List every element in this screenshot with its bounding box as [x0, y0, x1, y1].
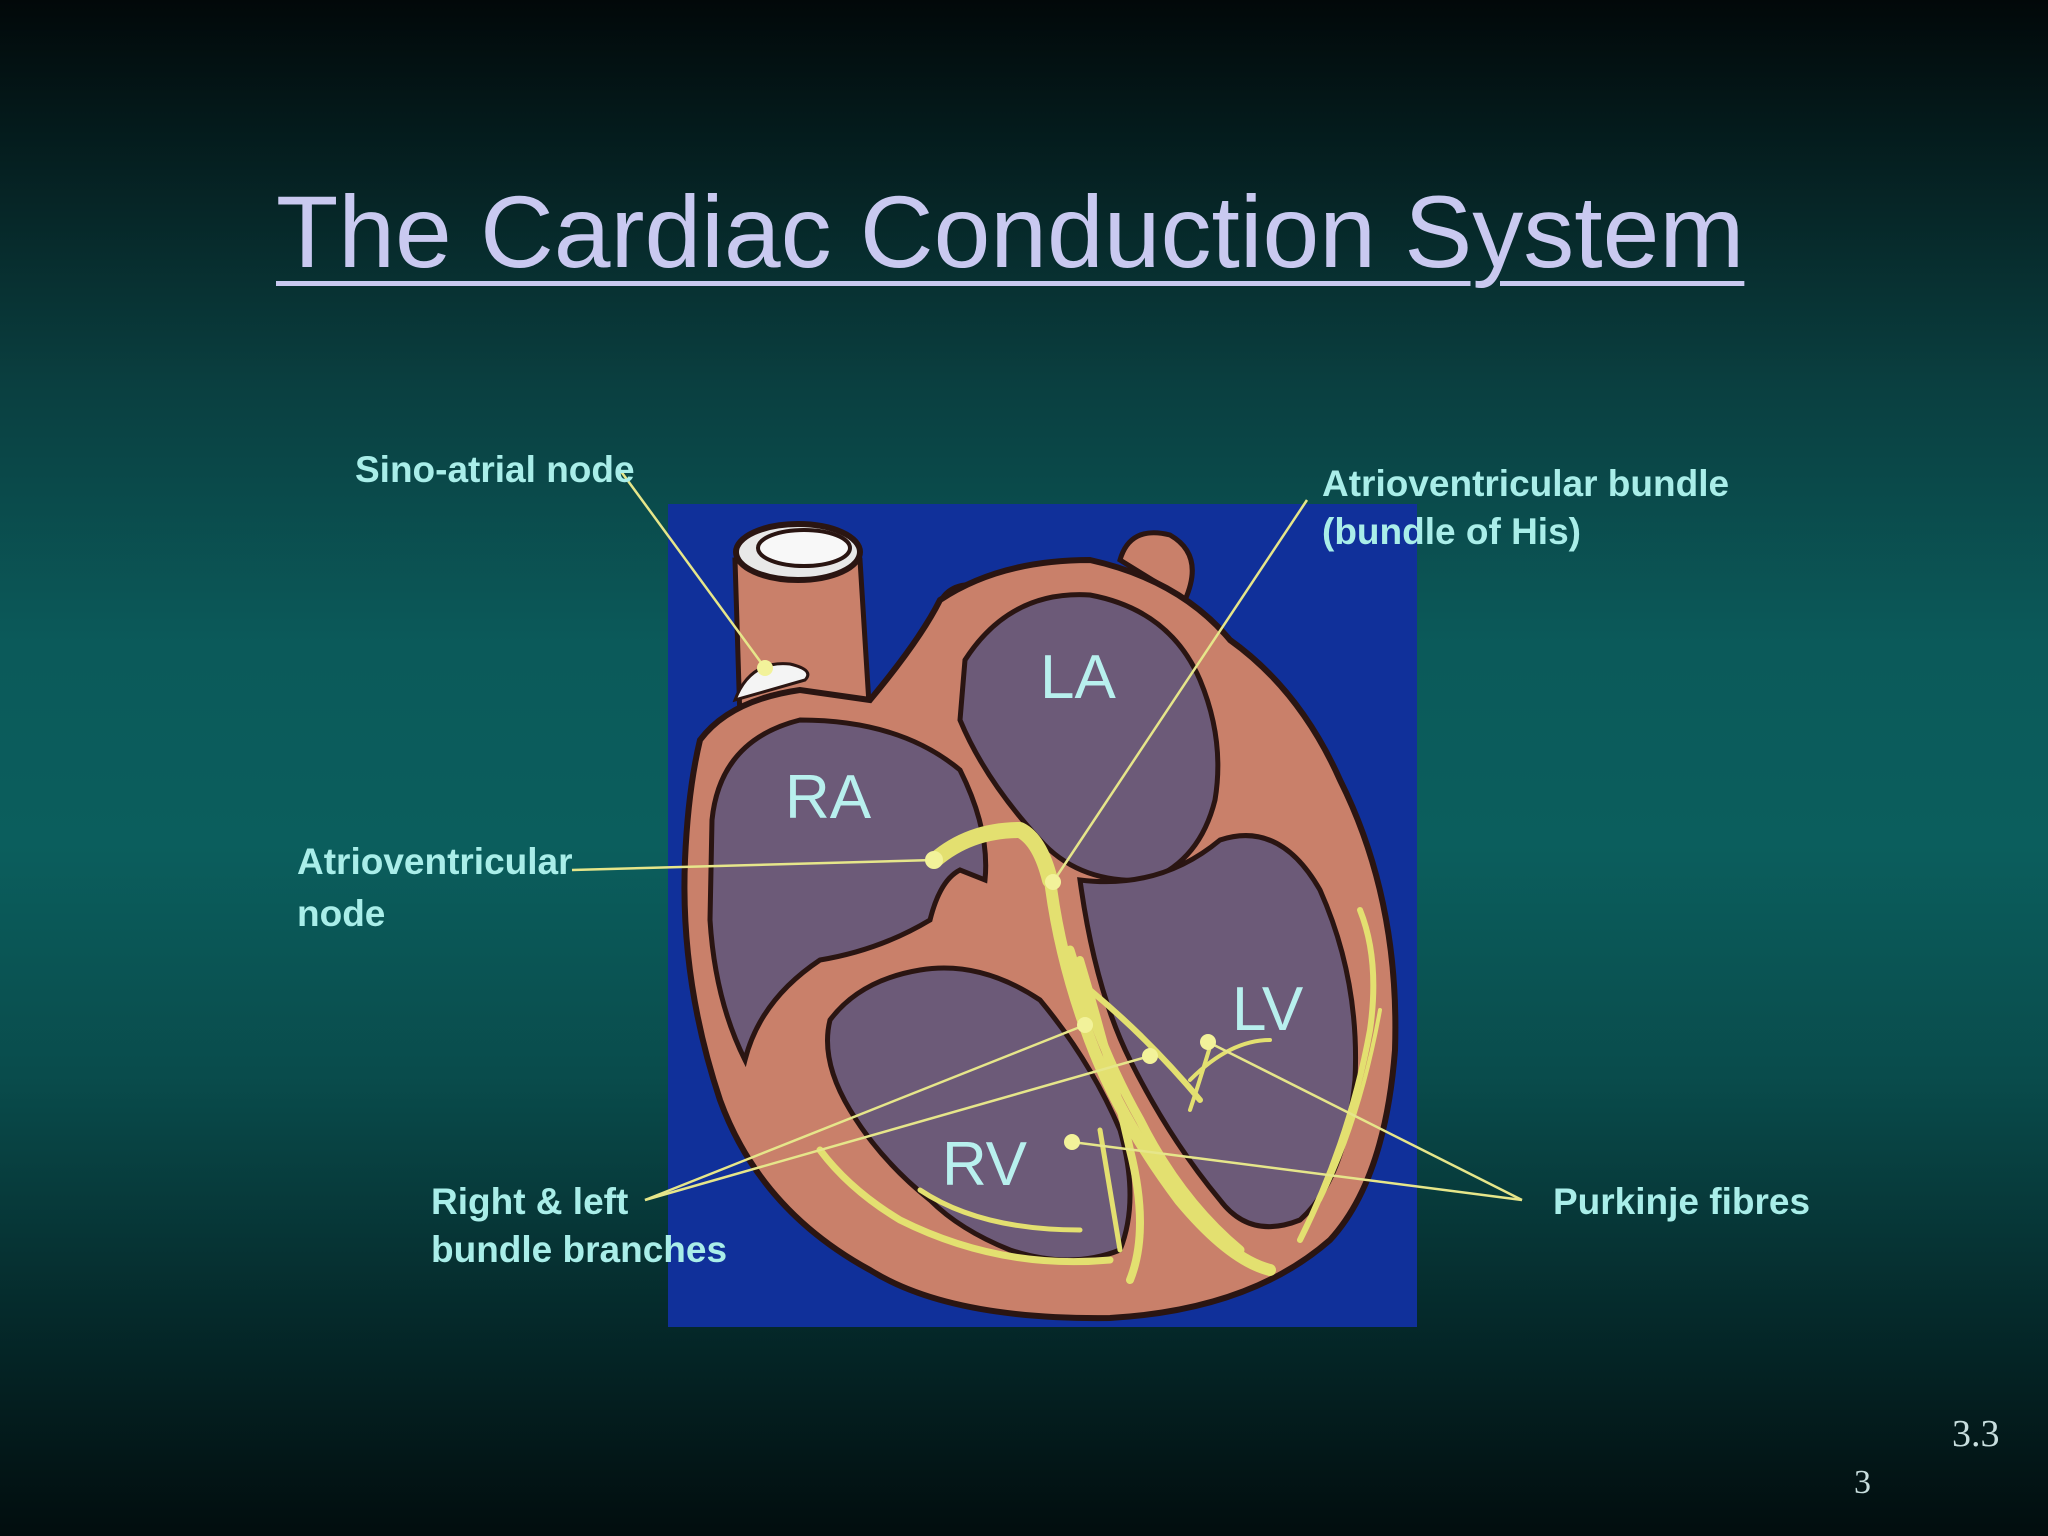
label-av-bundle-line2: (bundle of His)	[1322, 511, 1581, 552]
label-sa-node-text: Sino-atrial node	[355, 449, 635, 490]
label-sino-atrial-node: Sino-atrial node	[355, 446, 635, 494]
page-number: 3	[1854, 1464, 1871, 1501]
right-atrium	[707, 717, 989, 1068]
slide-title: The Cardiac Conduction System	[276, 175, 1745, 289]
pulmonary-vein-right	[1117, 530, 1195, 604]
section-number: 3.3	[1952, 1413, 2000, 1455]
label-av-node: Atrioventricular node	[297, 836, 573, 940]
label-av-node-line2: node	[297, 893, 386, 934]
sino-atrial-node	[732, 662, 810, 703]
label-bundle-branches-line1: Right & left	[431, 1181, 629, 1222]
superior-vena-cava-inner	[756, 528, 852, 568]
label-av-node-line1: Atrioventricular	[297, 841, 573, 882]
chamber-label-la: LA	[1040, 643, 1116, 712]
right-ventricle	[825, 965, 1133, 1263]
label-purkinje-text: Purkinje fibres	[1553, 1181, 1811, 1222]
conduction-pathway	[816, 822, 1382, 1284]
leader-lines	[571, 469, 1523, 1202]
label-av-bundle: Atrioventricular bundle (bundle of His)	[1322, 460, 1729, 556]
label-bundle-branches-line2: bundle branches	[431, 1229, 728, 1270]
label-purkinje-fibres: Purkinje fibres	[1553, 1178, 1810, 1226]
chamber-label-lv: LV	[1232, 975, 1304, 1044]
chamber-label-rv: RV	[942, 1130, 1028, 1199]
chamber-label-ra: RA	[785, 763, 872, 832]
label-av-bundle-line1: Atrioventricular bundle	[1322, 463, 1730, 504]
leader-dots	[757, 660, 1216, 1150]
label-bundle-branches: Right & left bundle branches	[431, 1178, 727, 1274]
